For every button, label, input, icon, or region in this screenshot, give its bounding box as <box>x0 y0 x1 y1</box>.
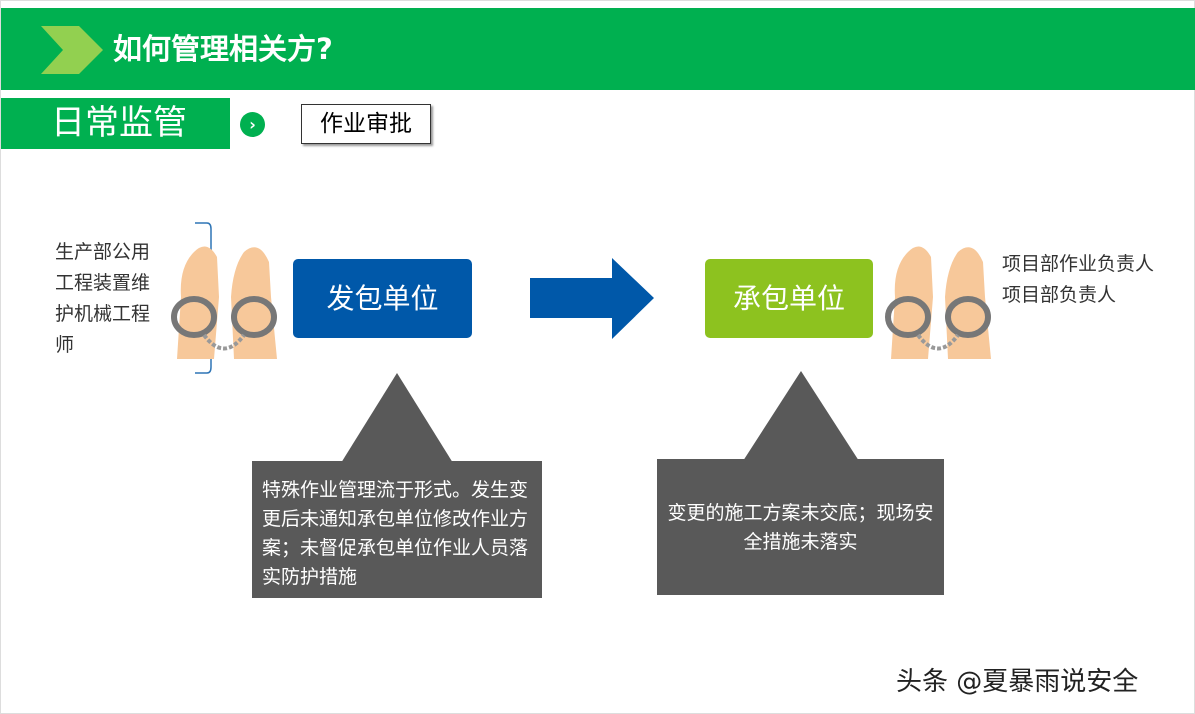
arrow-right-icon <box>530 258 654 339</box>
chevron-icon <box>41 26 103 74</box>
handcuffed-hands-icon <box>885 246 991 359</box>
contractor-unit-box: 承包单位 <box>705 259 873 338</box>
client-unit-box: 发包单位 <box>293 259 472 338</box>
chevron-right-icon: › <box>240 112 265 137</box>
person-line: 生产部公用 <box>55 241 151 263</box>
section-label: 日常监管 <box>1 98 230 149</box>
watermark: 头条 @夏暴雨说安全 <box>896 667 1139 697</box>
client-issue-callout: 特殊作业管理流于形式。发生变更后未通知承包单位修改作业方案；未督促承包单位作业人… <box>252 461 542 598</box>
person-line: 工程装置维 <box>55 272 151 294</box>
person-line: 护机械工程 <box>55 303 151 325</box>
callout-pointer <box>341 373 453 463</box>
header-bar <box>1 8 1195 90</box>
callout-pointer <box>743 371 859 461</box>
person-line: 师 <box>55 334 75 356</box>
person-line: 项目部负责人 <box>1002 284 1117 306</box>
left-people: 生产部公用 工程装置维 护机械工程 师 <box>55 237 161 361</box>
right-people: 项目部作业负责人 项目部负责人 <box>1002 249 1172 311</box>
tag-work-approval: 作业审批 <box>301 104 431 144</box>
handcuffed-hands-icon <box>171 246 277 359</box>
person-line: 项目部作业负责人 <box>1002 253 1155 275</box>
contractor-issue-callout: 变更的施工方案未交底；现场安全措施未落实 <box>657 459 944 595</box>
page-title: 如何管理相关方? <box>113 32 333 66</box>
